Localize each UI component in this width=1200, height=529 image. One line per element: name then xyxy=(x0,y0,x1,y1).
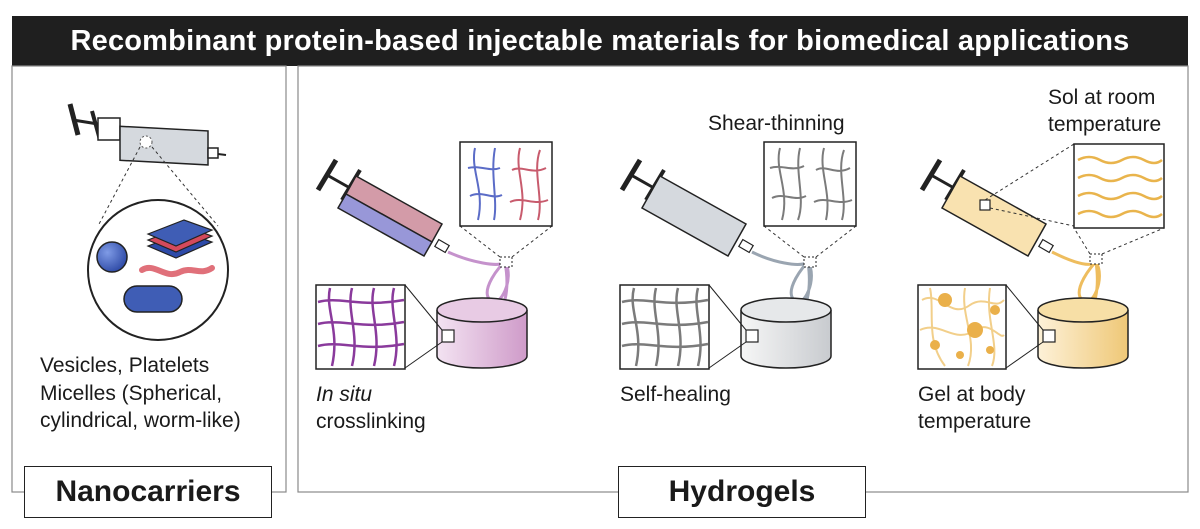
gel-label-2: temperature xyxy=(918,410,1032,433)
self-healing-label: Self-healing xyxy=(620,383,731,406)
crosslinking-label: crosslinking xyxy=(316,410,426,433)
in-situ-label: In situ xyxy=(316,383,373,406)
zoom-line xyxy=(1005,284,1044,331)
nanocarrier-syringe xyxy=(67,103,227,166)
platelet-stack xyxy=(146,219,214,259)
dual-syringe xyxy=(315,158,451,258)
two-component-network xyxy=(459,141,553,227)
purple-network-inset xyxy=(315,284,406,370)
orange-syringe xyxy=(919,158,1055,258)
zoom-line xyxy=(1073,227,1091,255)
zoom-box xyxy=(499,256,513,268)
zoom-line xyxy=(511,225,553,258)
zoom-line xyxy=(1005,341,1044,369)
zoom-line xyxy=(708,341,747,369)
zoom-line xyxy=(984,143,1075,201)
zoom-line xyxy=(763,225,805,258)
zoom-line xyxy=(404,341,443,369)
sol-label-1: Sol at room xyxy=(1048,86,1156,109)
vesicle-shape xyxy=(96,241,128,273)
gray-gel-cylinder xyxy=(740,297,832,369)
hydrogels-section-label: Hydrogels xyxy=(618,466,866,518)
gray-network-inset xyxy=(619,284,710,370)
nanocarrier-caption-2: Micelles (Spherical, xyxy=(40,382,223,405)
micelle-network-inset xyxy=(917,284,1007,370)
sol-inset xyxy=(1073,143,1165,229)
shear-thinning-label: Shear-thinning xyxy=(708,112,845,135)
zoom-line xyxy=(97,146,141,227)
zoom-line xyxy=(459,225,501,258)
nanocarrier-caption-3: cylindrical, worm-like) xyxy=(40,409,241,432)
orange-gel-cylinder xyxy=(1037,297,1129,369)
page-title: Recombinant protein-based injectable mat… xyxy=(12,16,1188,66)
purple-gel-cylinder xyxy=(436,297,528,369)
gel-label-1: Gel at body xyxy=(918,383,1026,406)
zoom-line xyxy=(708,284,747,331)
sol-label-2: temperature xyxy=(1048,113,1162,136)
nanocarriers-section-label: Nanocarriers xyxy=(24,466,272,518)
gray-syringe xyxy=(619,158,755,258)
nanocarrier-caption-1: Vesicles, Platelets xyxy=(40,354,210,377)
zoom-line xyxy=(815,225,857,258)
broken-network-inset xyxy=(763,141,857,227)
zoom-line xyxy=(151,146,219,227)
cylindrical-micelle xyxy=(123,285,183,313)
zoom-line xyxy=(404,284,443,331)
worm-micelle xyxy=(139,265,215,277)
zoom-line xyxy=(1101,227,1165,255)
zoom-box xyxy=(1089,253,1103,265)
zoom-box xyxy=(803,256,817,268)
zoom-line xyxy=(989,207,1075,227)
